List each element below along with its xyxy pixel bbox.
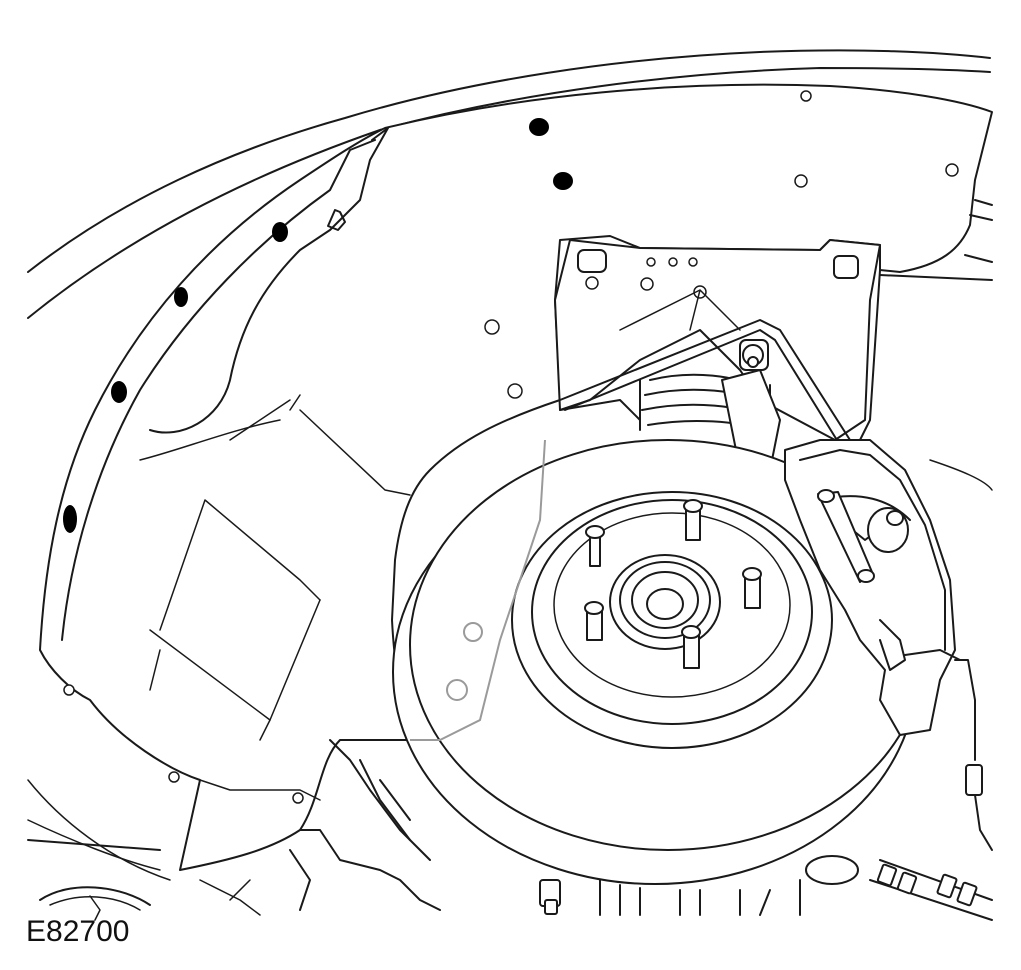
fixing-point [529, 118, 549, 136]
fixing-point [111, 381, 127, 403]
brake-hose [869, 659, 993, 921]
shield-hole [463, 622, 483, 642]
brake-caliper [784, 439, 961, 736]
wheel-studs [584, 499, 762, 669]
disc-shield-outline [410, 439, 546, 741]
fixing-point [174, 287, 188, 307]
fender-body-outline [27, 49, 991, 881]
body-flange [859, 199, 993, 491]
figure-reference-code: E82700 [26, 915, 130, 948]
fixing-points [63, 118, 573, 533]
fixing-point [553, 172, 573, 190]
fixing-point [63, 505, 77, 533]
liner-holes [63, 90, 959, 804]
shield-hole [446, 679, 468, 701]
wheel-arch-liner [39, 83, 993, 871]
wheel-hub [584, 499, 762, 669]
lower-left-component [39, 886, 151, 921]
lower-arm [199, 739, 859, 916]
fixing-point [272, 222, 288, 242]
